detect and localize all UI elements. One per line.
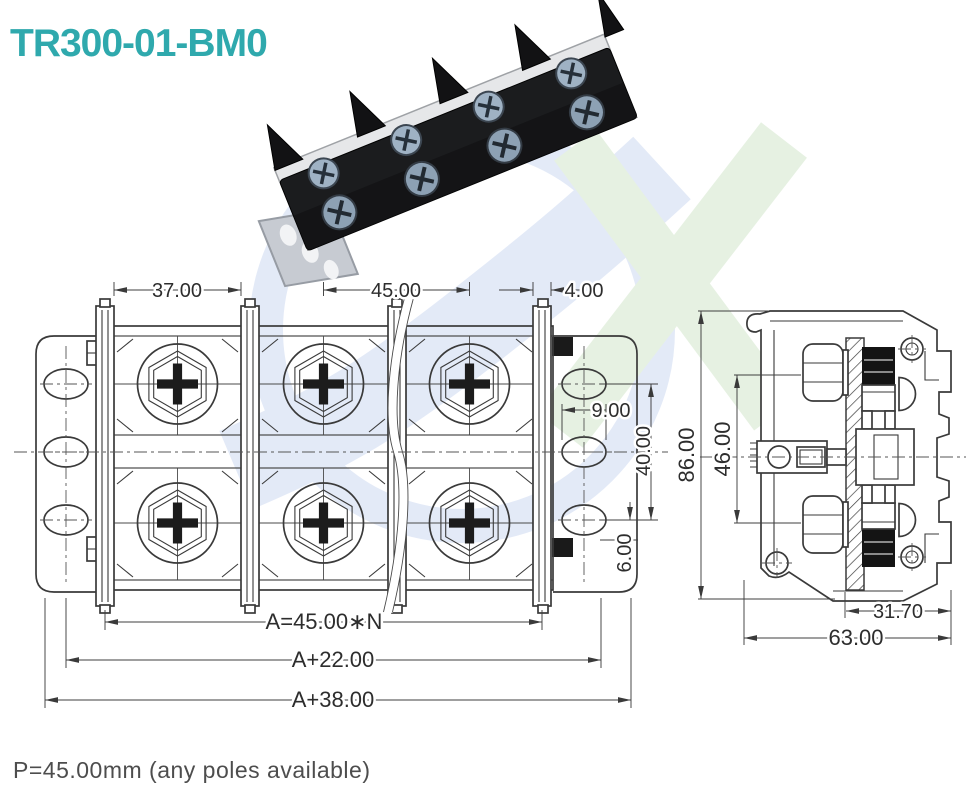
terminal-body-front (99, 325, 554, 591)
rail-screw-hole-bottom (898, 543, 926, 571)
front-view: 37.00 45.00 4.00 9.00 40.00 6.00 (14, 278, 668, 715)
thread-section-top (861, 347, 917, 430)
dim-37: 37.00 (152, 280, 202, 302)
dim-4: 4.00 (565, 280, 604, 302)
flange-hole-side (762, 548, 792, 578)
photo-screws (307, 57, 605, 231)
thread-section-bottom (861, 484, 917, 567)
dim-40: 40.00 (633, 426, 655, 476)
dim-31-70: 31.70 (873, 601, 923, 623)
dim-a-pole-span: A=45.00∗N (266, 609, 383, 634)
footer-note: P=45.00mm (any poles available) (13, 757, 371, 783)
dim-63: 63.00 (828, 625, 883, 650)
product-photo (257, 0, 638, 288)
dim-46: 46.00 (710, 421, 735, 476)
clamp-clip (552, 538, 573, 557)
side-view: 86.00 46.00 31.70 63.00 (672, 310, 966, 653)
clamp-clip (552, 337, 573, 356)
hex-bolt-bottom (802, 495, 849, 554)
side-dimensions: 86.00 46.00 31.70 63.00 (672, 310, 952, 653)
hex-bolt-top (802, 343, 849, 402)
dim-a-plus-22: A+22.00 (292, 647, 375, 672)
dim-45-pitch: 45.00 (371, 280, 421, 302)
barrier-fins (266, 0, 625, 172)
rail-screw-hole-top (898, 335, 926, 363)
dim-9: 9.00 (592, 400, 631, 422)
dim-86: 86.00 (674, 427, 699, 482)
dim-6: 6.00 (614, 534, 636, 573)
mounting-flange-left (35, 335, 103, 593)
dim-a-plus-38: A+38.00 (292, 687, 375, 712)
front-dimensions: 37.00 45.00 4.00 9.00 40.00 6.00 (44, 278, 658, 715)
page-title: TR300-01-BM0 (10, 22, 268, 65)
